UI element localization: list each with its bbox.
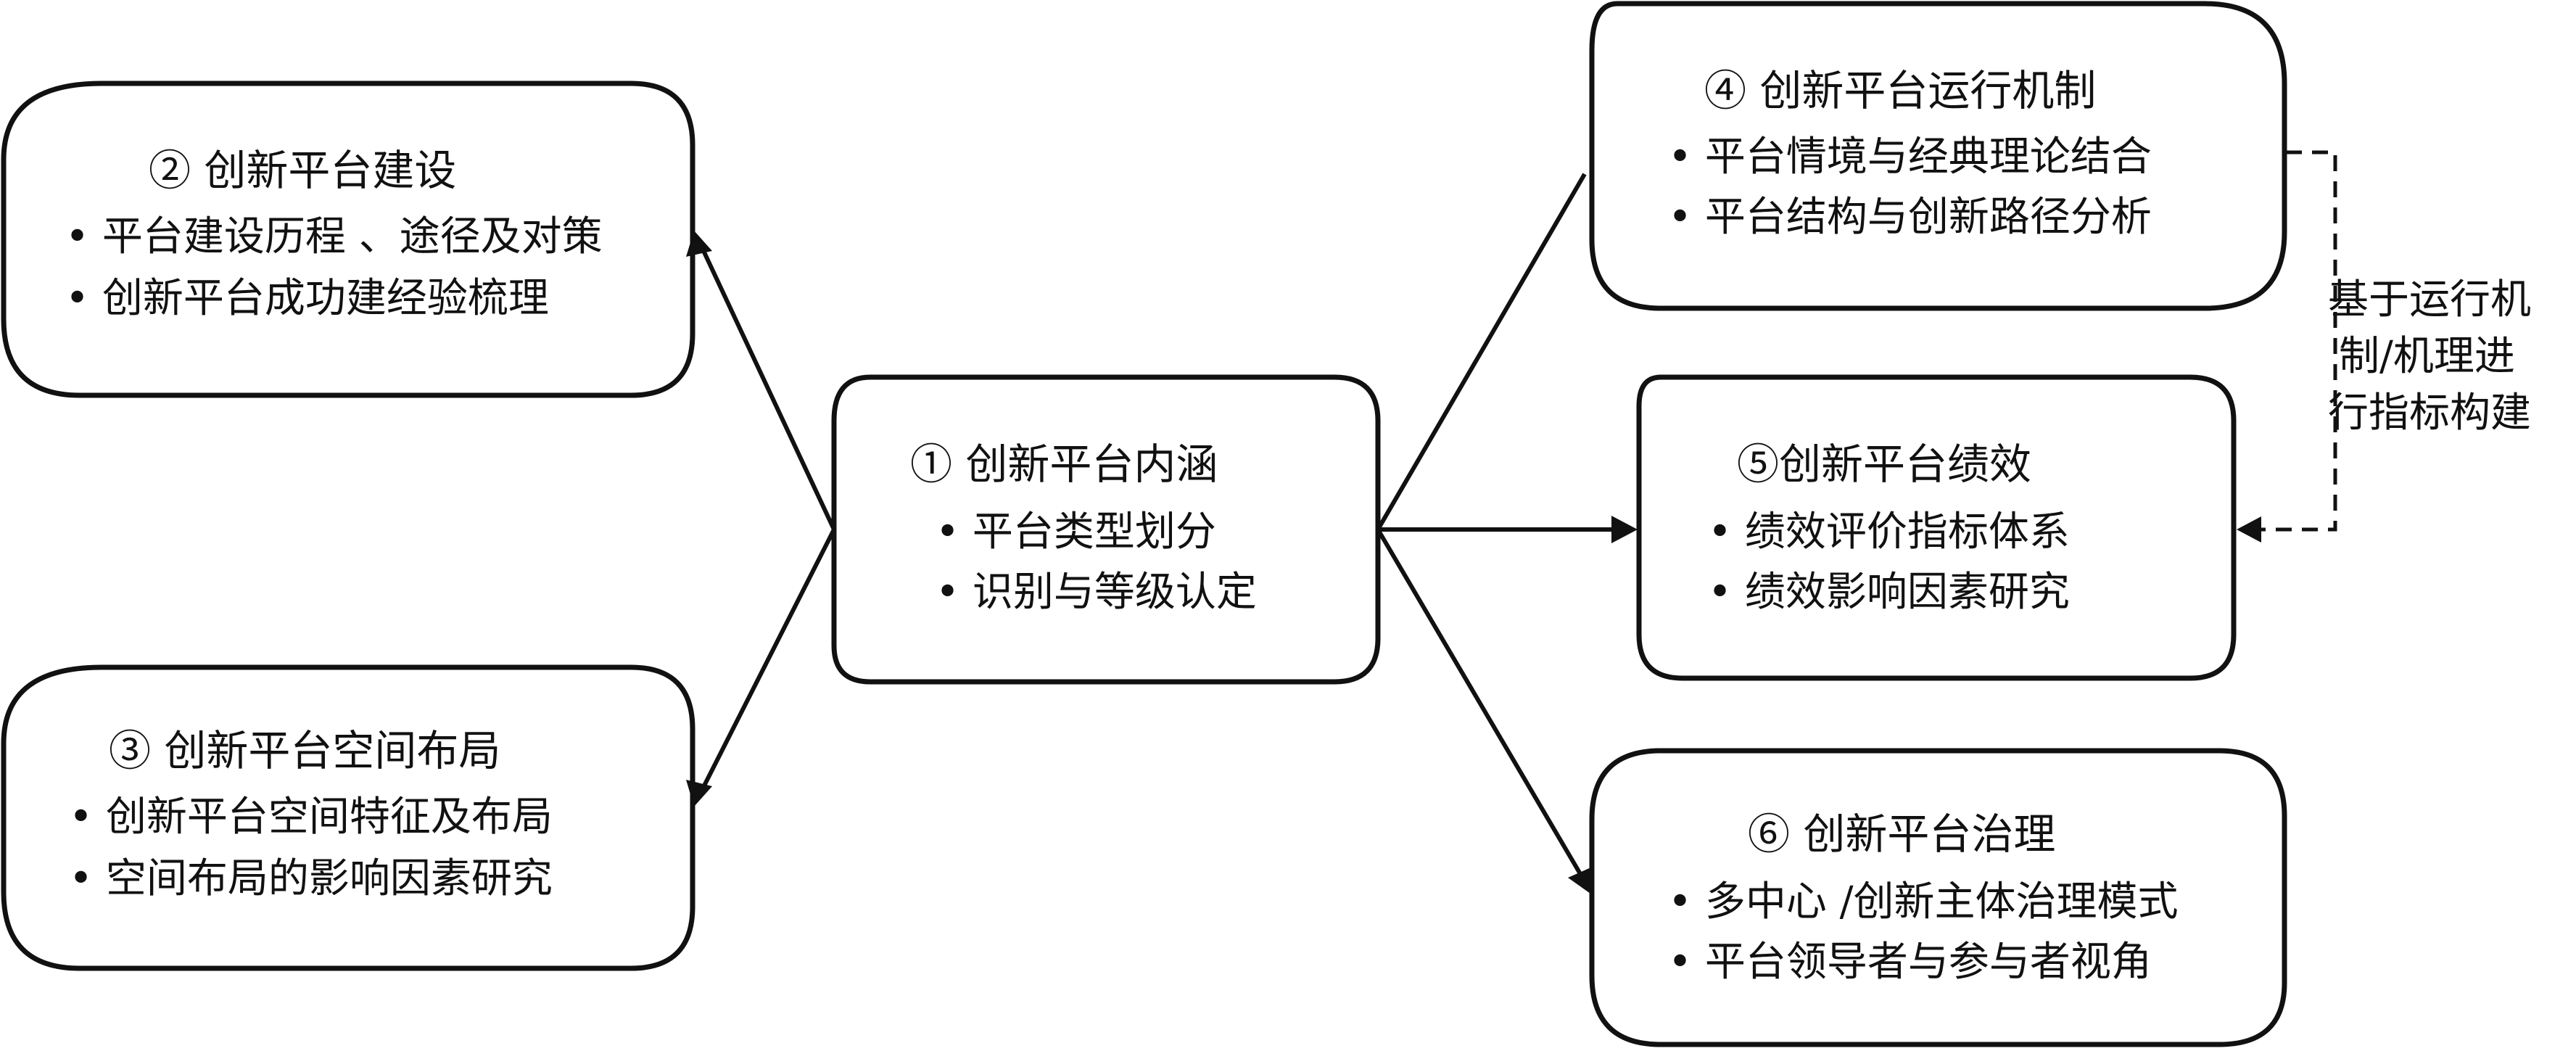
annotation-line-3: 行指标构建 — [2328, 390, 2531, 437]
node-3-bullet-2: • 空间布局的影响因素研究 — [69, 855, 553, 902]
node-4-bullet-2: • 平台结构与创新路径分析 — [1668, 194, 2152, 241]
edge-1-to-4 — [1376, 173, 1587, 531]
node-4: ④ 创新平台运行机制 • 平台情境与经典理论结合 • 平台结构与创新路径分析 — [1668, 66, 2152, 241]
edge-4-to-5-dashed — [2255, 150, 2337, 532]
arrowhead-dashed-to-5 — [2237, 516, 2261, 543]
node-1: ① 创新平台内涵 • 平台类型划分 • 识别与等级认定 — [910, 440, 1257, 616]
node-2-bullet-2: • 创新平台成功建经验梳理 — [65, 275, 549, 322]
node-5: ⑤创新平台绩效 • 绩效评价指标体系 • 绩效影响因素研究 — [1708, 440, 2070, 616]
node-3-bullet-1: • 创新平台空间特征及布局 — [69, 794, 553, 841]
dashed-edge-annotation: 基于运行机 制/机理进 行指标构建 — [2328, 276, 2531, 437]
node-5-bullet-2: • 绩效影响因素研究 — [1708, 569, 2070, 616]
edge-1-to-2 — [698, 242, 836, 531]
edge-1-to-3 — [698, 528, 836, 796]
node-4-box — [1589, 1, 2287, 311]
node-2-title: ② 创新平台建设 — [149, 146, 456, 195]
node-6-box — [1589, 748, 2287, 1047]
arrowhead-to-3 — [686, 780, 712, 807]
node-6-title: ⑥ 创新平台治理 — [1748, 809, 2055, 859]
edge-1-to-6 — [1376, 528, 1587, 883]
node-3: ③ 创新平台空间布局 • 创新平台空间特征及布局 • 空间布局的影响因素研究 — [69, 726, 553, 902]
node-2: ② 创新平台建设 • 平台建设历程 、途径及对策 • 创新平台成功建经验梳理 — [65, 146, 603, 322]
edges — [686, 150, 2337, 894]
node-3-box — [1, 664, 695, 971]
annotation-line-2: 制/机理进 — [2339, 333, 2515, 380]
node-5-title: ⑤创新平台绩效 — [1737, 440, 2031, 489]
arrowhead-to-5 — [1611, 516, 1638, 543]
node-3-title: ③ 创新平台空间布局 — [109, 726, 500, 775]
node-1-box — [831, 374, 1381, 685]
node-6-bullet-1: • 多中心 /创新主体治理模式 — [1668, 878, 2179, 926]
node-2-bullet-1: • 平台建设历程 、途径及对策 — [65, 213, 603, 260]
arrowhead-to-2 — [686, 231, 712, 257]
node-5-bullet-1: • 绩效评价指标体系 — [1708, 508, 2070, 556]
node-4-title: ④ 创新平台运行机制 — [1704, 66, 2096, 115]
node-1-bullet-2: • 识别与等级认定 — [936, 569, 1257, 616]
annotation-line-1: 基于运行机 — [2328, 276, 2531, 323]
node-5-box — [1636, 374, 2237, 681]
node-2-box — [1, 81, 695, 398]
node-4-bullet-1: • 平台情境与经典理论结合 — [1668, 133, 2152, 181]
arrowhead-to-6 — [1568, 867, 1593, 894]
node-6-bullet-2: • 平台领导者与参与者视角 — [1668, 939, 2152, 986]
node-1-bullet-1: • 平台类型划分 — [936, 508, 1216, 556]
node-1-title: ① 创新平台内涵 — [910, 440, 1218, 489]
node-6: ⑥ 创新平台治理 • 多中心 /创新主体治理模式 • 平台领导者与参与者视角 — [1668, 809, 2179, 986]
